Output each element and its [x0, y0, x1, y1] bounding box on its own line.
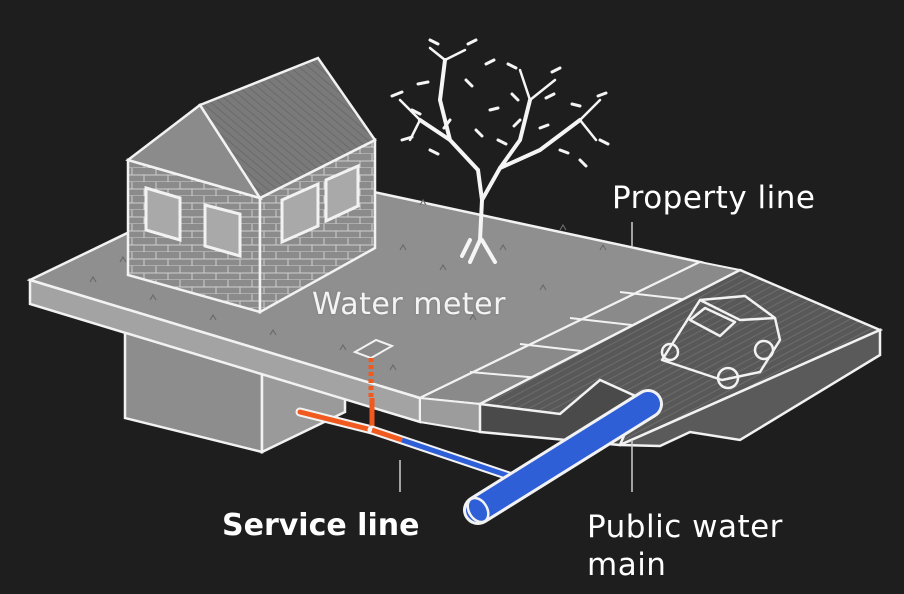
service-line-label: Service line: [222, 508, 419, 543]
public-water-main-label: Public water main: [587, 508, 783, 584]
public-water-main-label-line1: Public water: [587, 508, 783, 546]
water-meter-label: Water meter: [312, 287, 506, 322]
public-water-main-label-line2: main: [587, 546, 783, 584]
public-service-pipe: [402, 440, 515, 478]
property-line-label: Property line: [612, 180, 815, 216]
